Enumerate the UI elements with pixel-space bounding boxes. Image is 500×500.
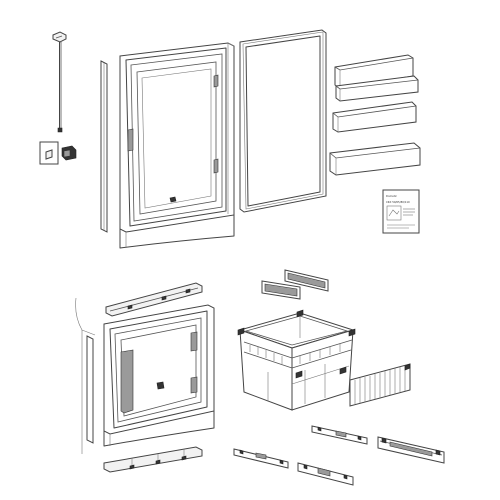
basket-divider-plates <box>261 269 329 300</box>
cabinet-outline <box>75 297 96 454</box>
hinge-pin-rod <box>52 31 67 133</box>
lower-door-top-trim <box>105 282 203 317</box>
lower-door-bottom-trim <box>103 446 203 473</box>
upper-door-gasket <box>239 29 327 213</box>
freezer-basket <box>237 309 356 411</box>
door-side-strip <box>100 60 108 233</box>
door-shelves <box>329 54 421 176</box>
manual-title: CRX 50/65/80/110 <box>386 200 410 204</box>
wire-grille <box>349 363 411 407</box>
upper-door-frame <box>119 42 235 249</box>
lower-door-side-strip <box>86 335 94 444</box>
lower-door-frame <box>103 304 215 447</box>
manual-brand: Dometic <box>386 194 397 198</box>
fastener-bag <box>39 141 77 165</box>
drawer-slide-rails <box>233 425 445 486</box>
instruction-manual: Dometic CRX 50/65/80/110 <box>382 189 420 234</box>
